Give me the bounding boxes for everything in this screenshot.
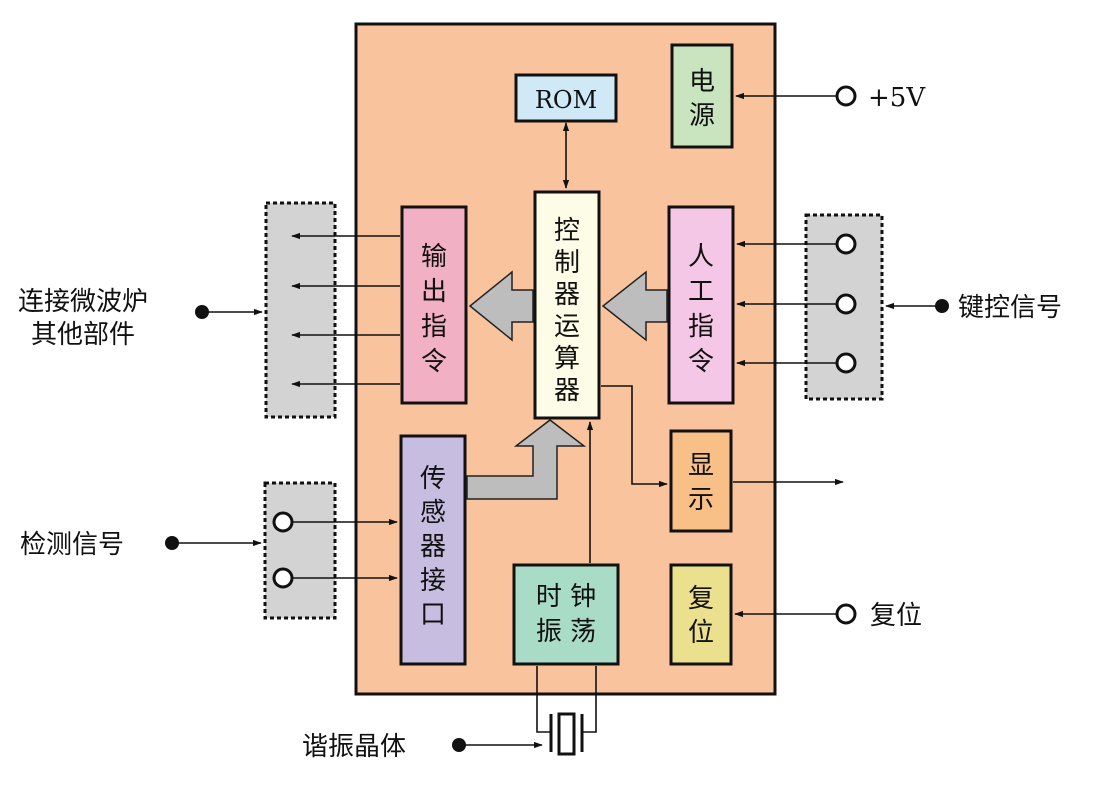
- manual-command-char-2: 工: [688, 277, 714, 307]
- other-parts-label-line-2: 其他部件: [31, 320, 135, 350]
- other-parts-dot-icon: [195, 305, 209, 319]
- power-char-1: 电: [689, 67, 715, 97]
- controller-block: [533, 190, 601, 420]
- display-block: [669, 429, 733, 533]
- sensor-interface-block: [399, 434, 467, 666]
- manual-command-char-4: 令: [688, 347, 714, 377]
- detect-terminal-icon-2: [272, 567, 294, 589]
- output-command-block: [400, 205, 468, 405]
- output-command-char-2: 出: [421, 277, 447, 307]
- detect-connector: [263, 481, 337, 620]
- sensor-to-controller-arrow: [466, 419, 587, 500]
- reset-label: 复位: [870, 601, 922, 631]
- sensor-interface-char-3: 器: [420, 532, 446, 562]
- controller-char-4: 运: [554, 312, 580, 342]
- manual-command-block: [667, 205, 735, 405]
- controller-to-output-arrow: [468, 270, 534, 342]
- rom-block: [514, 73, 618, 123]
- crystal-lead-right: [583, 666, 597, 733]
- key-terminal-icon-1: [835, 233, 857, 255]
- controller-char-1: 控: [554, 216, 580, 246]
- crystal-label: 谐振晶体: [302, 732, 406, 762]
- clock-oscillator-block: [512, 563, 620, 666]
- key-terminal-icon-2: [835, 293, 857, 315]
- rom-label: ROM: [535, 86, 597, 114]
- output-command-char-3: 指: [421, 312, 447, 342]
- manual-command-char-1: 人: [688, 242, 714, 272]
- sensor-interface-char-4: 接: [420, 566, 446, 596]
- clock-label-line-1: 时 钟: [536, 582, 596, 612]
- output-command-char-4: 令: [421, 347, 447, 377]
- reset-char-1: 复: [688, 584, 714, 614]
- controller-to-display-line: [601, 385, 668, 488]
- power-terminal-icon: [835, 85, 857, 107]
- controller-char-2: 制: [554, 248, 580, 278]
- manual-command-char-3: 指: [688, 312, 714, 342]
- crystal-dot-icon: [452, 738, 466, 752]
- controller-char-6: 器: [554, 376, 580, 406]
- controller-char-5: 算: [554, 344, 580, 374]
- display-char-1: 显: [688, 451, 714, 481]
- controller-char-3: 器: [554, 280, 580, 310]
- sensor-interface-char-2: 感: [420, 498, 446, 528]
- crystal-icon: [549, 712, 584, 756]
- plus5v-label: +5V: [868, 83, 926, 113]
- key-signal-label: 键控信号: [958, 293, 1062, 323]
- detect-signal-dot-icon: [165, 536, 179, 550]
- reset-char-2: 位: [688, 618, 714, 648]
- other-parts-label-line-1: 连接微波炉: [18, 287, 148, 317]
- clock-label-line-2: 振 荡: [536, 617, 596, 647]
- detect-signal-label: 检测信号: [20, 530, 124, 560]
- sensor-interface-char-5: 口: [420, 600, 446, 630]
- sensor-interface-char-1: 传: [420, 464, 446, 494]
- manual-to-controller-arrow: [601, 270, 668, 342]
- power-block: [670, 43, 734, 149]
- reset-block: [669, 563, 733, 666]
- reset-terminal-icon: [835, 603, 857, 625]
- output-connector: [264, 201, 337, 419]
- key-signal-dot-icon: [935, 299, 949, 313]
- output-command-char-1: 输: [421, 242, 447, 272]
- power-char-2: 源: [689, 101, 715, 131]
- key-terminal-icon-3: [835, 352, 857, 374]
- display-char-2: 示: [688, 485, 714, 515]
- detect-terminal-icon-1: [272, 511, 294, 533]
- crystal-lead-left: [536, 666, 551, 733]
